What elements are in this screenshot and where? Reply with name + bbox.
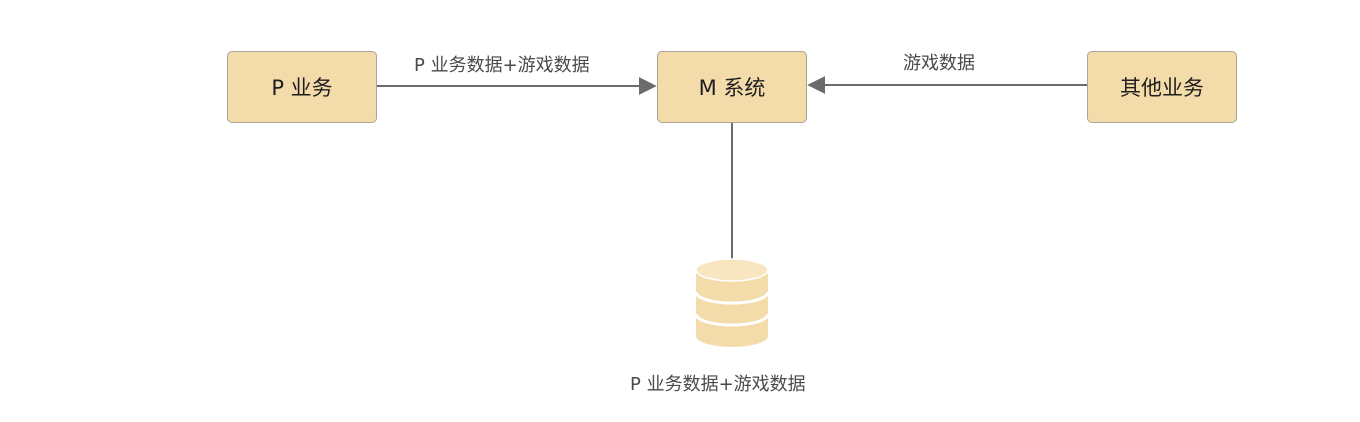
edge-label-p-to-m: P 业务数据+游戏数据 [414,55,590,76]
other-business-label: 其他业务 [1120,76,1204,100]
database-icon [694,258,770,347]
database-label: P 业务数据+游戏数据 [630,374,806,395]
m-system-node: M 系统 [657,51,807,123]
other-business-node: 其他业务 [1087,51,1237,123]
p-business-node: P 业务 [227,51,377,123]
m-system-label: M 系统 [698,76,766,100]
p-business-label: P 业务 [271,76,333,100]
edge-label-other-to-m: 游戏数据 [903,53,975,74]
